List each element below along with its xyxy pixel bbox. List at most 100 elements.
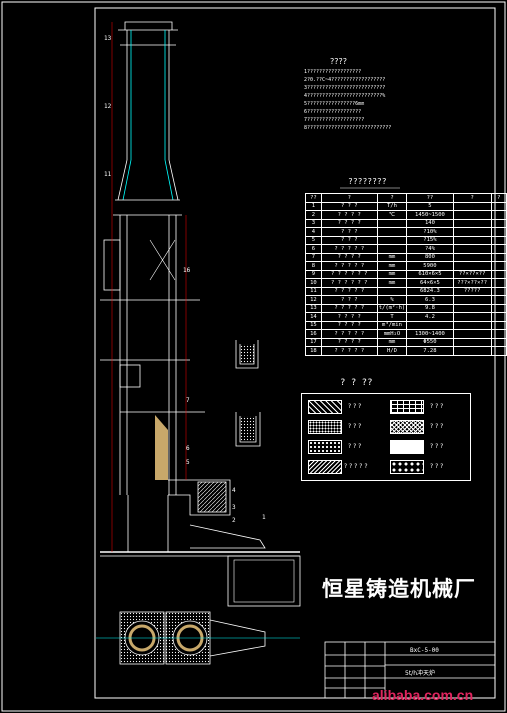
part-label-4: 4: [232, 487, 236, 494]
spec-header-cell: ??: [305, 193, 322, 203]
note-line-1: 1??????????????????: [304, 69, 362, 75]
spec-cell: [452, 227, 492, 237]
spark-arrester: [118, 21, 178, 46]
spec-cell: ? ? ? ? ?: [320, 244, 378, 254]
spec-cell: ? ? ? ?: [320, 312, 378, 322]
spec-header-cell: ??: [406, 193, 454, 203]
part-label-5: 5: [186, 459, 190, 466]
spec-cell: mm: [376, 252, 408, 262]
legend-swatch-2: [390, 400, 424, 414]
part-label-3: 3: [232, 504, 236, 511]
drawing-name: 5t/h冲天炉: [405, 670, 435, 677]
spec-cell: [490, 218, 507, 228]
spec-cell: [452, 295, 492, 305]
spec-cell: 6: [305, 244, 322, 254]
note-line-7: 7???????????????????: [304, 117, 365, 123]
spec-cell: [490, 303, 507, 313]
spec-cell: [490, 278, 507, 288]
spec-cell: [452, 210, 492, 220]
spec-cell: 9: [305, 269, 322, 279]
legend-label-3: ? ? ?: [348, 423, 362, 430]
spec-cell: 16: [305, 329, 322, 339]
legend-label-6: ? ? ?: [430, 443, 444, 450]
watermark: alibaba.com.cn: [372, 687, 474, 703]
spec-cell: ?????: [452, 286, 492, 296]
spec-cell: 18: [305, 346, 322, 356]
spec-cell: ? ? ?: [320, 227, 378, 237]
spec-cell: 140: [406, 218, 454, 228]
note-line-8: 8????????????????????????????: [304, 125, 392, 131]
spec-cell: [452, 337, 492, 347]
spec-cell: 9.8: [406, 303, 454, 313]
spec-cell: [376, 244, 408, 254]
part-label-7: 7: [186, 397, 190, 404]
spec-header-cell: ?: [490, 193, 507, 203]
spec-cell: 17: [305, 337, 322, 347]
spec-cell: 12: [305, 295, 322, 305]
spec-cell: ? ? ?: [320, 201, 378, 211]
spec-cell: 6.3: [406, 295, 454, 305]
spec-cell: [452, 303, 492, 313]
notes-title: ????: [330, 57, 347, 66]
spec-cell: ? ? ? ? ? ?: [320, 269, 378, 279]
spec-cell: [376, 227, 408, 237]
part-label-6: 6: [186, 445, 190, 452]
note-line-3: 3??????????????????????????: [304, 85, 386, 91]
spec-cell: [490, 269, 507, 279]
spec-cell: ℃: [376, 210, 408, 220]
spec-cell: [452, 201, 492, 211]
spec-cell: [490, 244, 507, 254]
spec-cell: mm: [376, 278, 408, 288]
spec-cell: ? ? ? ? ?: [320, 261, 378, 271]
spec-cell: [452, 329, 492, 339]
note-line-4: 4?????????????????????????%: [304, 93, 386, 99]
legend-label-1: ? ? ?: [348, 403, 362, 410]
legend-label-8: ? ? ?: [430, 463, 444, 470]
spec-cell: 1300~1400: [406, 329, 454, 339]
spec-cell: [490, 210, 507, 220]
spec-cell: [376, 235, 408, 245]
spec-cell: ? ? ?: [320, 295, 378, 305]
spec-cell: [490, 286, 507, 296]
spec-cell: ???×??×??: [452, 278, 492, 288]
spec-cell: [490, 337, 507, 347]
spec-cell: 3: [305, 218, 322, 228]
spec-cell: ? ? ? ?: [320, 320, 378, 330]
title-block: [324, 641, 496, 699]
spec-cell: mmH₂O: [376, 329, 408, 339]
legend-swatch-5: [308, 440, 342, 454]
spec-cell: 610×6×5: [406, 269, 454, 279]
spec-cell: ?15%: [406, 235, 454, 245]
note-line-2: 2?0.??C~4??????????????????: [304, 77, 386, 83]
spec-cell: [452, 218, 492, 228]
spec-cell: [490, 295, 507, 305]
part-label-12: 12: [104, 103, 112, 110]
legend-swatch-6: [390, 440, 424, 454]
spec-cell: ?4%: [406, 244, 454, 254]
spec-cell: mm: [376, 269, 408, 279]
spec-cell: ?10%: [406, 227, 454, 237]
table-row: 6? ? ? ? ? ?4%: [305, 244, 507, 254]
legend-swatch-8: [390, 460, 424, 474]
spec-cell: ? ? ? ? ?: [320, 329, 378, 339]
spec-cell: ??×??×??: [452, 269, 492, 279]
spec-cell: T/h: [376, 201, 408, 211]
legend-label-7: ? ? ? ? ?: [344, 463, 368, 470]
spec-cell: ? ? ? ? ? ?: [320, 278, 378, 288]
legend-swatch-4: [390, 420, 424, 434]
spec-header-cell: ?: [320, 193, 378, 203]
spec-cell: 5900: [406, 261, 454, 271]
spec-cell: 800: [406, 252, 454, 262]
spec-cell: 7.28: [406, 346, 454, 356]
spec-cell: [452, 312, 492, 322]
spec-header-cell: ?: [376, 193, 408, 203]
legend-title: ? ? ??: [340, 378, 373, 388]
